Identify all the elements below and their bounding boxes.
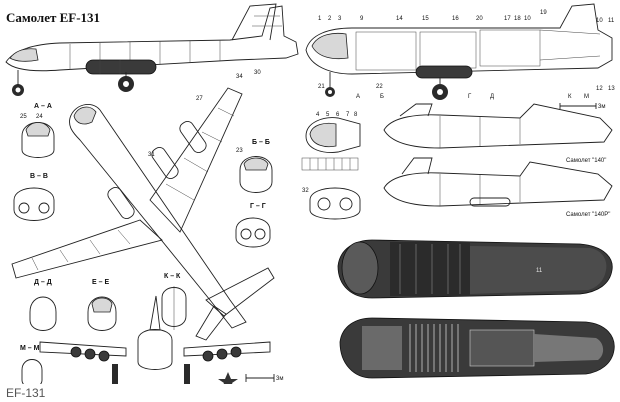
part-number: 11 bbox=[536, 268, 543, 274]
part-number: 34 bbox=[236, 74, 243, 80]
plan-view: 27 31 bbox=[11, 87, 275, 341]
section-label: А – А bbox=[34, 103, 52, 110]
variant-label-140: Самолет "140" bbox=[566, 158, 606, 164]
scale-bar: 3м bbox=[559, 103, 605, 110]
part-number: 24 bbox=[36, 114, 43, 120]
part-number: 14 bbox=[396, 16, 403, 22]
part-number: 31 bbox=[148, 152, 155, 158]
part-number: 18 bbox=[514, 16, 521, 22]
section-mark: Д bbox=[490, 94, 494, 100]
section-mark: К bbox=[568, 94, 572, 100]
part-number: 7 bbox=[346, 112, 350, 118]
section-mark: Г bbox=[468, 94, 472, 100]
section-label: К – К bbox=[164, 273, 181, 280]
scale-label: 3м bbox=[276, 376, 283, 382]
part-number: 4 bbox=[316, 112, 320, 118]
section-cuts-middle: Б – Б 23 Г – Г bbox=[235, 139, 273, 248]
section-cuts-left: А – А 25 24 В – В Д – Д Е – Е К – К М – … bbox=[13, 103, 187, 388]
cutaway-side-view: 1 2 3 9 14 15 16 20 17 18 10 19 10 11 21… bbox=[305, 3, 615, 110]
variant-label-140r: Самолет "140Р" bbox=[566, 212, 610, 218]
part-number: 30 bbox=[254, 70, 261, 76]
section-mark: Б bbox=[380, 94, 384, 100]
caption-text: EF-131 bbox=[6, 386, 46, 400]
part-number: 5 bbox=[326, 112, 330, 118]
part-number: 8 bbox=[354, 112, 358, 118]
part-number: 6 bbox=[336, 112, 340, 118]
part-number: 21 bbox=[318, 84, 325, 90]
scale-label: 3м bbox=[598, 104, 605, 110]
section-label: Е – Е bbox=[92, 279, 109, 286]
part-number: 19 bbox=[540, 10, 547, 16]
section-mark: М bbox=[584, 94, 589, 100]
part-number: 22 bbox=[376, 84, 383, 90]
part-number: 9 bbox=[360, 16, 364, 22]
section-label: Г – Г bbox=[250, 203, 266, 210]
section-label: Б – Б bbox=[252, 139, 270, 146]
section-label: Д – Д bbox=[34, 279, 52, 286]
part-number: 17 bbox=[504, 16, 511, 22]
part-number: 15 bbox=[422, 16, 429, 22]
part-number: 23 bbox=[236, 148, 243, 154]
compressor-stages bbox=[409, 324, 459, 372]
part-number: 13 bbox=[608, 86, 615, 92]
section-label: В – В bbox=[30, 173, 48, 180]
engine-renderings: 11 bbox=[334, 232, 620, 402]
image-caption: EF-131 bbox=[0, 384, 620, 402]
scale-bar: 3м bbox=[245, 374, 283, 382]
variant-views: 4 5 6 7 8 Самолет "140" Самолет "140Р" 3… bbox=[301, 103, 613, 220]
part-number: 27 bbox=[196, 96, 203, 102]
section-label: М – М bbox=[20, 345, 40, 352]
part-number: 1 bbox=[318, 16, 322, 22]
section-mark: А bbox=[356, 94, 360, 100]
part-number: 10 bbox=[524, 16, 531, 22]
part-number: 2 bbox=[328, 16, 332, 22]
part-number: 20 bbox=[476, 16, 483, 22]
part-number: 11 bbox=[608, 18, 615, 24]
side-view-left: 34 30 bbox=[5, 3, 299, 96]
drawing-title: Самолет EF-131 bbox=[6, 10, 100, 25]
part-number: 3 bbox=[338, 16, 342, 22]
part-number: 16 bbox=[452, 16, 459, 22]
part-number: 25 bbox=[20, 114, 27, 120]
part-number: 12 bbox=[596, 86, 603, 92]
part-number: 32 bbox=[302, 188, 309, 194]
engine-pod-group bbox=[70, 346, 242, 362]
part-number: 10 bbox=[596, 18, 603, 24]
